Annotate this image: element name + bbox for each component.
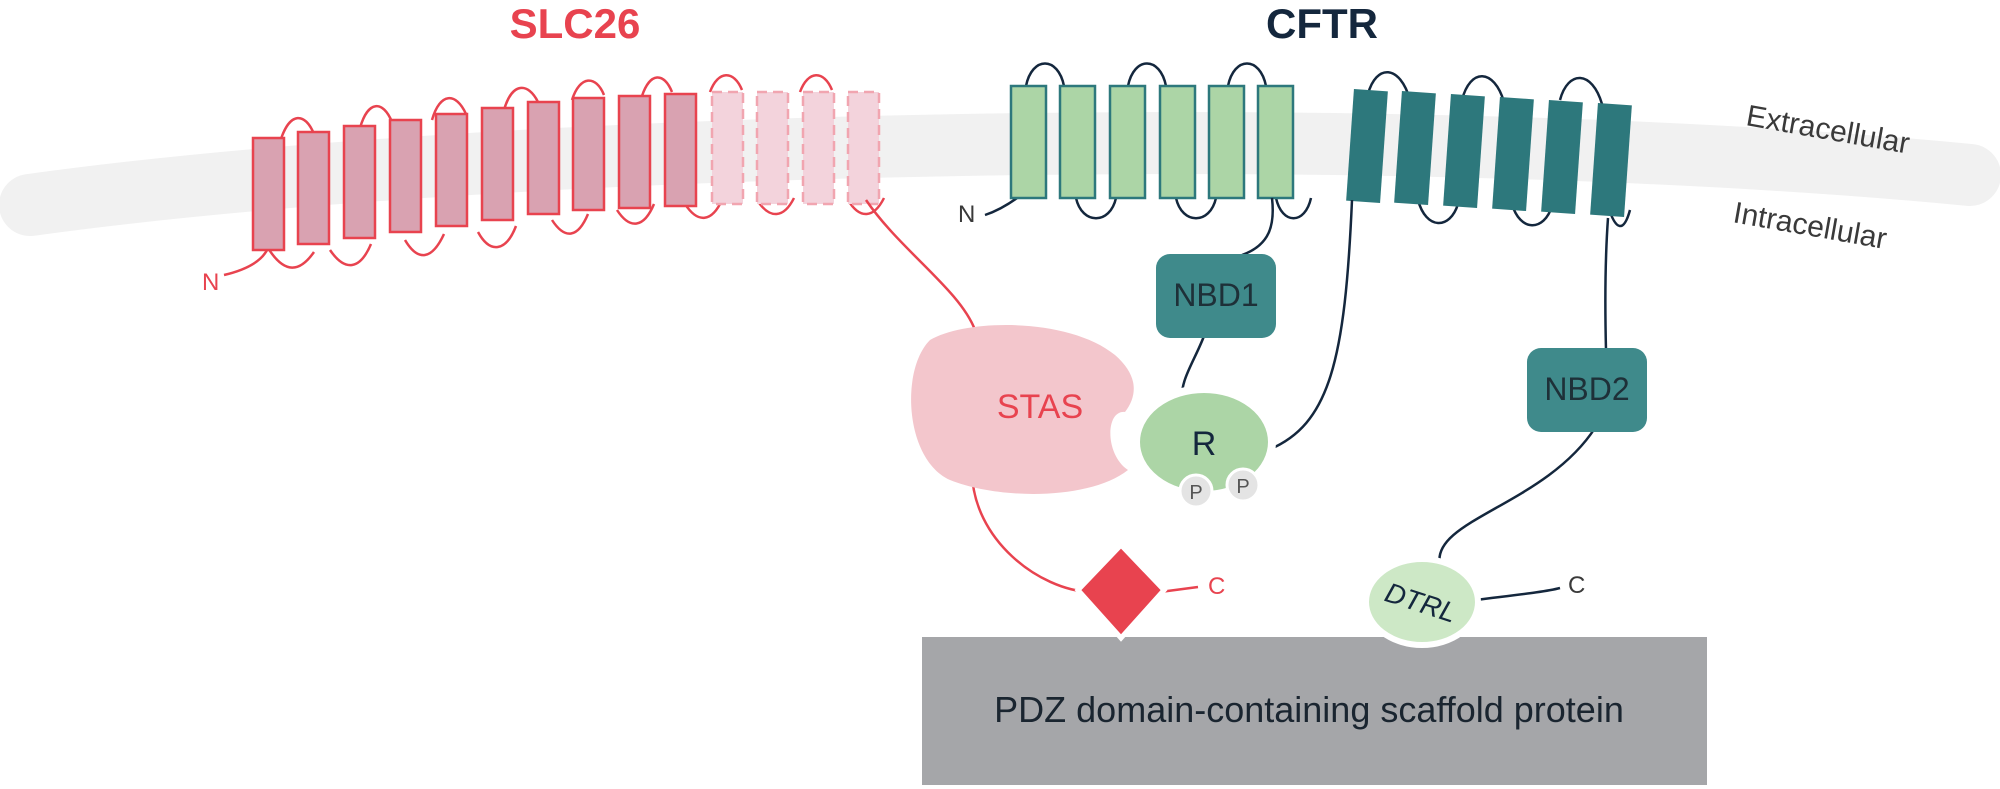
cftr-tmd1-helix-1 xyxy=(1009,84,1048,200)
cftr-title: CFTR xyxy=(1266,0,1378,47)
cftr-tmd1-helix-2 xyxy=(1058,84,1097,200)
slc26-helix-1 xyxy=(251,136,286,252)
slc26-helix-12 xyxy=(755,90,790,206)
slc26-stas-linker xyxy=(864,199,977,331)
stas-label: STAS xyxy=(997,388,1083,426)
cftr-channel: N C NBD1 NBD2 R P xyxy=(958,62,1647,602)
cftr-tmd1-helix-3 xyxy=(1108,84,1147,200)
phosphate-1 xyxy=(1178,473,1214,509)
stas-domain xyxy=(911,325,1134,494)
cftr-tmd1-helix-6 xyxy=(1256,84,1295,200)
slc26-helix-8 xyxy=(571,96,606,212)
cftr-tmd2-helix-4 xyxy=(1492,96,1534,212)
cftr-tmd1-helix-4 xyxy=(1158,84,1197,200)
slc26-transporter: N STAS C xyxy=(202,74,1225,642)
slc26-helix-9 xyxy=(617,94,652,210)
slc26-n-tail xyxy=(223,247,270,277)
cftr-c-tail xyxy=(1474,586,1561,602)
dtrl-motif xyxy=(1363,556,1481,648)
cftr-tmd2-helix-1 xyxy=(1346,88,1388,204)
slc26-helix-11 xyxy=(710,90,745,206)
cftr-tmd1-loops xyxy=(1024,62,1313,220)
slc26-helix-6 xyxy=(480,106,515,222)
cftr-c-terminus: C xyxy=(1568,572,1585,599)
slc26-helix-4 xyxy=(388,118,423,234)
phosphate-2 xyxy=(1225,467,1261,503)
cftr-tmd1-helix-5 xyxy=(1207,84,1246,200)
slc26-title: SLC26 xyxy=(510,0,641,47)
slc26-helix-14 xyxy=(846,90,881,206)
cftr-tmd2-helix-2 xyxy=(1394,90,1436,206)
intracellular-label: Intracellular xyxy=(1731,196,1889,255)
cftr-tmd2-helix-6 xyxy=(1590,102,1632,218)
cftr-tmd2-helix-3 xyxy=(1443,93,1485,209)
pdz-scaffold-protein xyxy=(922,637,1707,785)
phosphate-1-label: P xyxy=(1189,482,1202,504)
slc26-pdz-binding-motif-overlay xyxy=(1074,541,1168,642)
cftr-n-terminus: N xyxy=(958,201,975,228)
cftr-tmd2-loops xyxy=(1366,71,1632,228)
slc26-loops xyxy=(266,74,886,269)
phosphate-2-label: P xyxy=(1236,476,1249,498)
slc26-c-tail xyxy=(970,469,1199,594)
slc26-helix-5 xyxy=(434,112,469,228)
slc26-helix-3 xyxy=(342,124,377,240)
pdz-scaffold-label: PDZ domain-containing scaffold protein xyxy=(994,689,1624,730)
nbd2-label: NBD2 xyxy=(1544,371,1629,407)
slc26-helix-7 xyxy=(526,100,561,216)
cftr-r-tmd2-linker xyxy=(1267,199,1354,452)
slc26-helix-2 xyxy=(296,130,331,246)
nbd2-domain xyxy=(1527,348,1647,432)
nbd1-label: NBD1 xyxy=(1173,277,1258,313)
r-domain-label: R xyxy=(1192,425,1217,463)
slc26-n-terminus: N xyxy=(202,269,219,296)
cftr-tmd2-nbd2-linker xyxy=(1604,217,1610,351)
cftr-tmd1-nbd1-linker xyxy=(1241,197,1274,257)
slc26-c-terminus: C xyxy=(1208,573,1225,600)
slc26-helix-13 xyxy=(801,90,836,206)
cftr-nbd2-dtrl-linker xyxy=(1438,427,1597,566)
slc26-helix-10 xyxy=(663,92,698,208)
cftr-tmd2-helix-5 xyxy=(1541,99,1583,215)
nbd1-domain xyxy=(1156,254,1276,338)
